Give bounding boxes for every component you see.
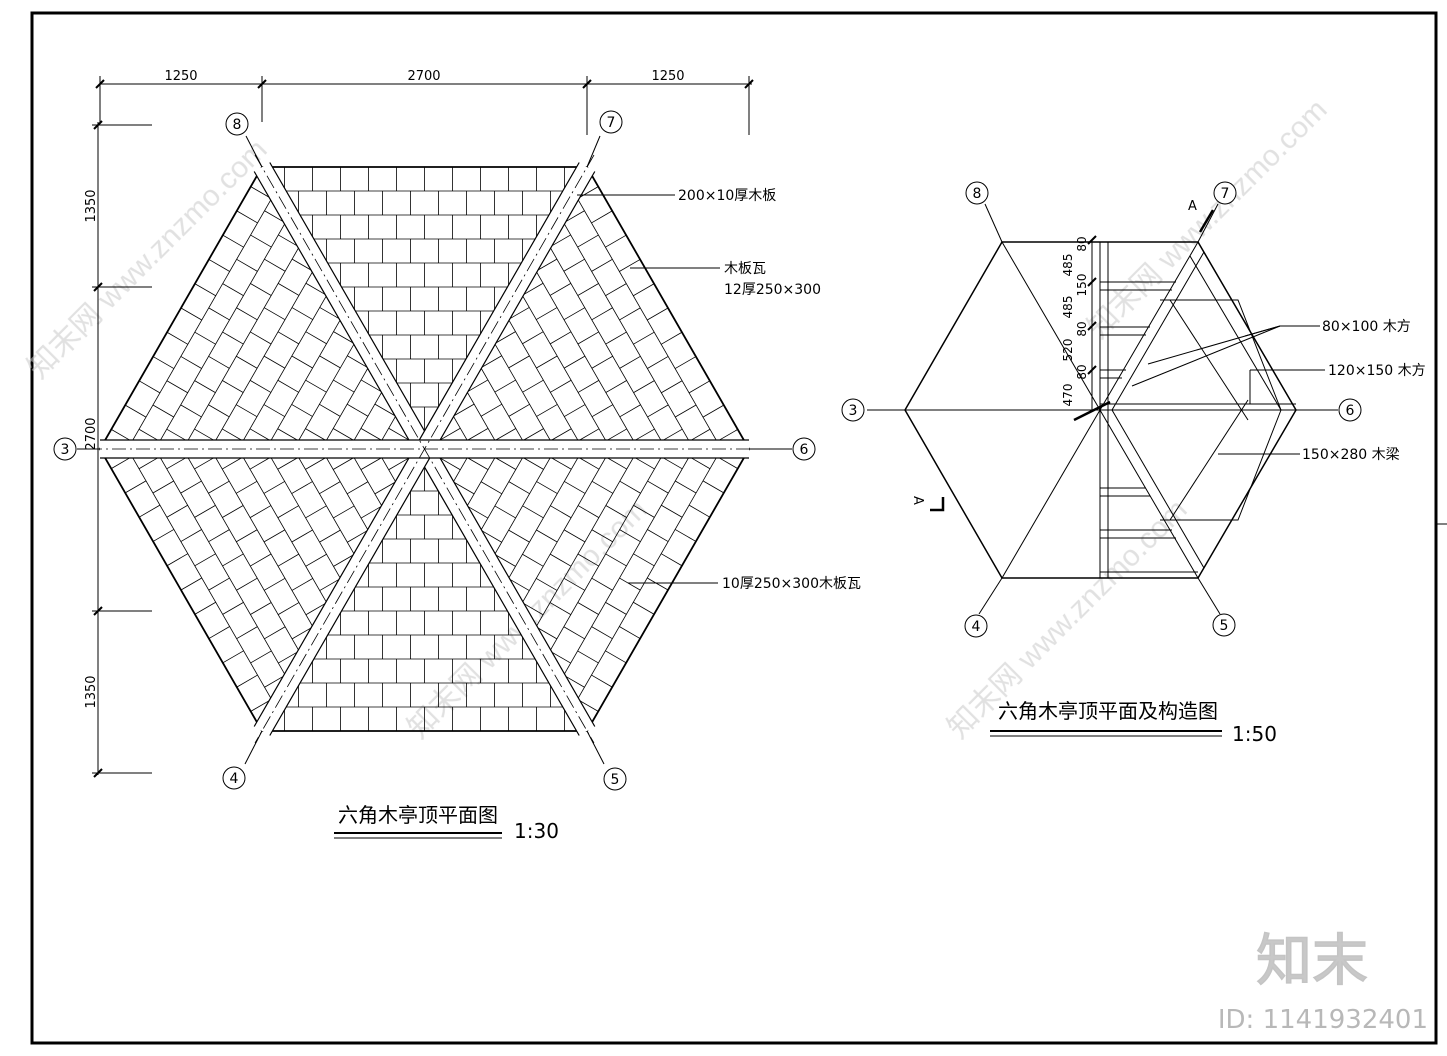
- axis-bubble-3: [841, 398, 865, 422]
- section-mark-top: A: [1188, 199, 1197, 214]
- timber-framing: [1099, 241, 1297, 579]
- note-beam-150x280: 150×280 木梁: [1302, 447, 1400, 463]
- dim-left-1: 1350: [84, 189, 99, 222]
- dim-top-2: 2700: [407, 69, 440, 84]
- axis-bubble-5: [603, 767, 627, 791]
- axis-label-6: 6: [800, 442, 809, 458]
- axis-label-6: 6: [1346, 403, 1355, 419]
- axis-label-3: 3: [849, 403, 858, 419]
- axis-bubble-8: [965, 181, 989, 205]
- axis-label-5: 5: [611, 772, 620, 788]
- axis-label-5: 5: [1220, 618, 1229, 634]
- note-purlin-80x100: 80×100 木方: [1322, 319, 1411, 335]
- vdim-6: 520: [1061, 339, 1075, 362]
- plan-right-scale: 1:50: [1232, 722, 1277, 746]
- roof-plan-left: 1250 2700 1250 1350 2700 1350: [53, 69, 861, 843]
- axis-bubble-4: [964, 614, 988, 638]
- vdim-5: 80: [1075, 321, 1089, 336]
- dim-left-2: 2700: [84, 417, 99, 450]
- vdim-1: 80: [1075, 236, 1089, 251]
- vdim-3: 150: [1075, 274, 1089, 297]
- axis-label-4: 4: [972, 619, 981, 635]
- axis-label-8: 8: [973, 186, 982, 202]
- axis-bubbles-left: [53, 110, 816, 791]
- brand-logo: 知末: [1256, 929, 1368, 992]
- axis-bubble-8: [225, 112, 249, 136]
- note-ridge-board: 200×10厚木板: [678, 188, 776, 204]
- vdim-2: 485: [1061, 254, 1075, 277]
- vdim-8: 470: [1061, 384, 1075, 407]
- axis-label-7: 7: [607, 115, 616, 131]
- axis-label-7: 7: [1221, 186, 1230, 202]
- axis-bubble-5: [1212, 613, 1236, 637]
- axis-bubble-6: [792, 437, 816, 461]
- axis-bubble-6: [1338, 398, 1362, 422]
- dim-top-3: 1250: [651, 69, 684, 84]
- note-wood-tile: 木板瓦: [724, 261, 766, 277]
- top-dimension-chain: [95, 76, 754, 135]
- leader-lines-left: [577, 194, 720, 584]
- svg-text:知末网 www.znzmo.com: 知末网 www.znzmo.com: [22, 133, 274, 385]
- roof-face-tiles: [424, 167, 749, 449]
- dim-top-1: 1250: [164, 69, 197, 84]
- note-wood-tile-10: 10厚250×300木板瓦: [722, 576, 861, 592]
- axis-label-4: 4: [230, 771, 239, 787]
- axis-center-lines: [88, 154, 760, 744]
- plan-left-scale: 1:30: [514, 819, 559, 843]
- note-wood-tile-size: 12厚250×300: [724, 282, 821, 298]
- drawing-border: [30, 11, 1438, 1045]
- note-timber-120x150: 120×150 木方: [1328, 363, 1426, 379]
- vertical-dimension-chain: [1073, 235, 1111, 422]
- axis-bubble-3: [53, 437, 77, 461]
- vdim-7: 80: [1075, 364, 1089, 379]
- axis-label-8: 8: [233, 117, 242, 133]
- section-marks: [930, 209, 1215, 512]
- axis-bubbles-right: [841, 181, 1362, 638]
- dim-left-3: 1350: [84, 675, 99, 708]
- axis-bubble-7: [599, 110, 623, 134]
- axis-bubble-4: [222, 766, 246, 790]
- roof-structure-plan-right: 80 485 150 485 80 520 80 470 8 7 3 6 4 5: [841, 181, 1426, 746]
- axis-label-3: 3: [61, 442, 70, 458]
- hip-lines: [867, 241, 1338, 579]
- vdim-4: 485: [1061, 296, 1075, 319]
- plan-right-title: 六角木亭顶平面及构造图: [998, 699, 1218, 723]
- section-mark-bottom: A: [910, 496, 925, 505]
- leader-lines-right: [1131, 325, 1325, 455]
- brand-id: ID: 1141932401: [1218, 1005, 1428, 1035]
- axis-bubble-7: [1213, 181, 1237, 205]
- plan-left-title: 六角木亭顶平面图: [338, 803, 498, 827]
